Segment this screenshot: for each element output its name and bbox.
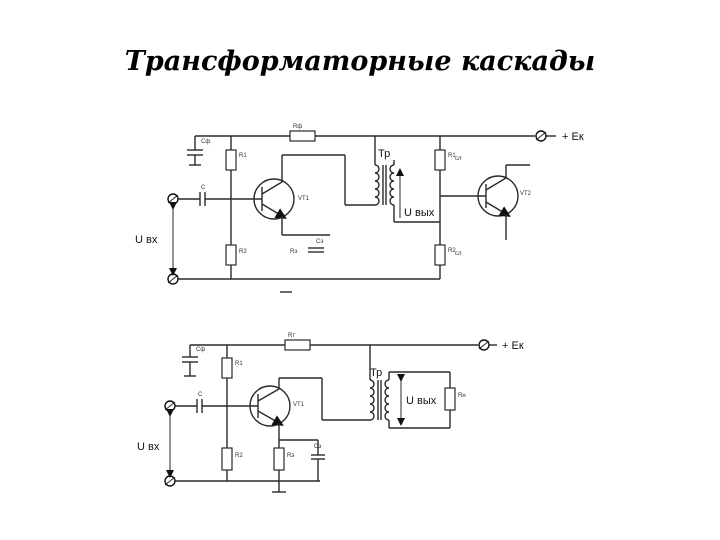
top-supply-label: + Eк (562, 131, 584, 143)
svg-text:VT1: VT1 (298, 196, 310, 202)
top-r1-next (434, 149, 446, 171)
bottom-transformer-secondary (384, 379, 390, 421)
top-r2-next (434, 244, 446, 266)
slide-title: Трансформаторные каскады (124, 46, 596, 77)
top-transistor-vt2 (477, 175, 519, 217)
top-r2 (225, 244, 237, 266)
top-transformer-primary (374, 164, 380, 206)
svg-text:Cф: Cф (201, 139, 210, 145)
svg-text:Rэ: Rэ (290, 249, 297, 255)
svg-text:Rт: Rт (288, 333, 295, 339)
bottom-r1 (221, 357, 233, 379)
bottom-filter-resistor (284, 339, 311, 351)
top-circuit: + Eк Rф Cф R1 R2 C (135, 124, 584, 293)
svg-text:Rн: Rн (458, 393, 466, 399)
bottom-supply-label: + Eк (502, 340, 524, 352)
svg-text:R1: R1 (235, 361, 243, 367)
svg-text:R2: R2 (239, 249, 247, 255)
svg-text:VT1: VT1 (293, 402, 305, 408)
svg-text:R2: R2 (448, 248, 456, 254)
top-input-voltage-label: U вх (135, 234, 158, 246)
top-transistor-vt1 (253, 178, 295, 220)
bottom-re (273, 447, 285, 471)
svg-text:Cф: Cф (196, 347, 205, 353)
svg-text:Cэ: Cэ (316, 239, 323, 245)
svg-text:Rэ: Rэ (287, 453, 294, 459)
svg-text:R1: R1 (239, 153, 247, 159)
top-output-voltage-label: U вых (404, 207, 435, 219)
svg-text:Rф: Rф (293, 124, 302, 130)
top-transformer-label: Тр (378, 148, 390, 160)
svg-text:R1: R1 (448, 153, 456, 159)
bottom-r2 (221, 447, 233, 471)
bottom-input-voltage-label: U вх (137, 441, 160, 453)
bottom-circuit: + Eк Rт Cф R1 R2 C (137, 333, 524, 493)
bottom-transformer-primary (369, 379, 375, 421)
bottom-load-resistor (444, 387, 456, 411)
svg-text:Cэ: Cэ (314, 444, 321, 450)
top-filter-resistor (289, 130, 316, 142)
svg-text:сл: сл (455, 251, 462, 257)
bottom-output-voltage-label: U вых (406, 395, 437, 407)
bottom-transformer-label: Тр (370, 367, 382, 379)
svg-text:R2: R2 (235, 453, 243, 459)
svg-text:VT2: VT2 (520, 191, 532, 197)
top-r1 (225, 149, 237, 171)
top-transformer-secondary (389, 164, 395, 206)
bottom-transistor-vt1 (249, 385, 291, 427)
svg-text:C: C (201, 185, 206, 191)
svg-text:сл: сл (455, 156, 462, 162)
svg-text:C: C (198, 392, 203, 398)
